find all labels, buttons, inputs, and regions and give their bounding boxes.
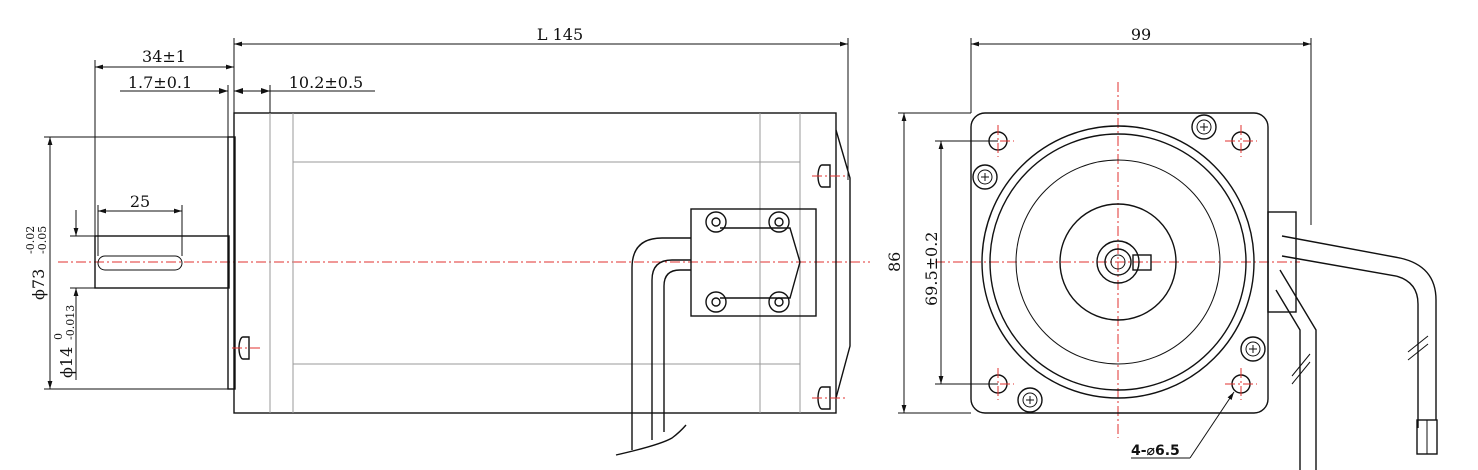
pilot-circle	[1059, 203, 1177, 321]
flange-to-shaft-label: 34±1	[142, 47, 186, 66]
length-label: L 145	[537, 25, 583, 44]
outer-circle	[981, 125, 1255, 399]
dim-key-length: 25	[97, 192, 183, 256]
key-length-label: 25	[130, 192, 150, 211]
shaft	[94, 235, 230, 289]
pilot-dia-upper-tol: -0.02	[24, 226, 37, 254]
hidden-lines	[269, 113, 801, 413]
body-screw-heads	[232, 164, 848, 410]
pilot-dia-label: ϕ73	[29, 269, 48, 300]
inner-circle	[1015, 159, 1221, 365]
shaft-dia-upper-tol: 0	[52, 333, 65, 340]
front-cables	[1267, 211, 1438, 470]
shaft-dia-label: ϕ14	[57, 347, 76, 378]
shaft-end	[1104, 248, 1132, 276]
dim-pilot-dia: ϕ73 -0.02 -0.05	[24, 136, 228, 390]
flange-plate	[227, 136, 236, 390]
shaft-keyway	[97, 255, 183, 271]
housing-circle	[989, 133, 1247, 391]
width-label: 99	[1131, 25, 1151, 44]
pilot-height-label: 1.7±0.1	[128, 73, 192, 92]
dim-length: L 145	[233, 25, 849, 180]
end-cap	[835, 129, 851, 399]
dim-shaft-dia: ϕ14 0 -0.013	[52, 210, 95, 380]
cable-clamp	[690, 208, 817, 317]
side-view: L 145 34±1 1.7±0.1 10.2±0.5	[24, 25, 870, 456]
holes-label: 4-⌀6.5	[1131, 443, 1180, 459]
motor-body	[233, 112, 837, 414]
dim-height: 86	[885, 112, 971, 414]
side-cables	[615, 237, 691, 456]
phillips-screws	[972, 114, 1266, 413]
dim-flange-thickness: 10.2±0.5	[234, 73, 375, 113]
dim-pilot-height: 1.7±0.1	[120, 73, 229, 137]
shaft-key	[1132, 254, 1152, 271]
shaft-center	[1110, 254, 1126, 270]
pilot-dia-lower-tol: -0.05	[36, 226, 49, 254]
shaft-dia-lower-tol: -0.013	[64, 305, 77, 340]
flange-thickness-label: 10.2±0.5	[289, 73, 363, 92]
dim-hole-pitch: 69.5±0.2	[922, 140, 998, 385]
front-view: 99 86 69.5±0.2 4-⌀6.5	[885, 25, 1438, 470]
holes-leader: 4-⌀6.5	[1131, 391, 1235, 459]
hole-pitch-label: 69.5±0.2	[922, 232, 941, 306]
shaft-boss	[1096, 240, 1140, 284]
height-label: 86	[885, 252, 904, 272]
dim-shaft-length: 34±1	[94, 47, 234, 236]
dim-width: 99	[970, 25, 1312, 225]
